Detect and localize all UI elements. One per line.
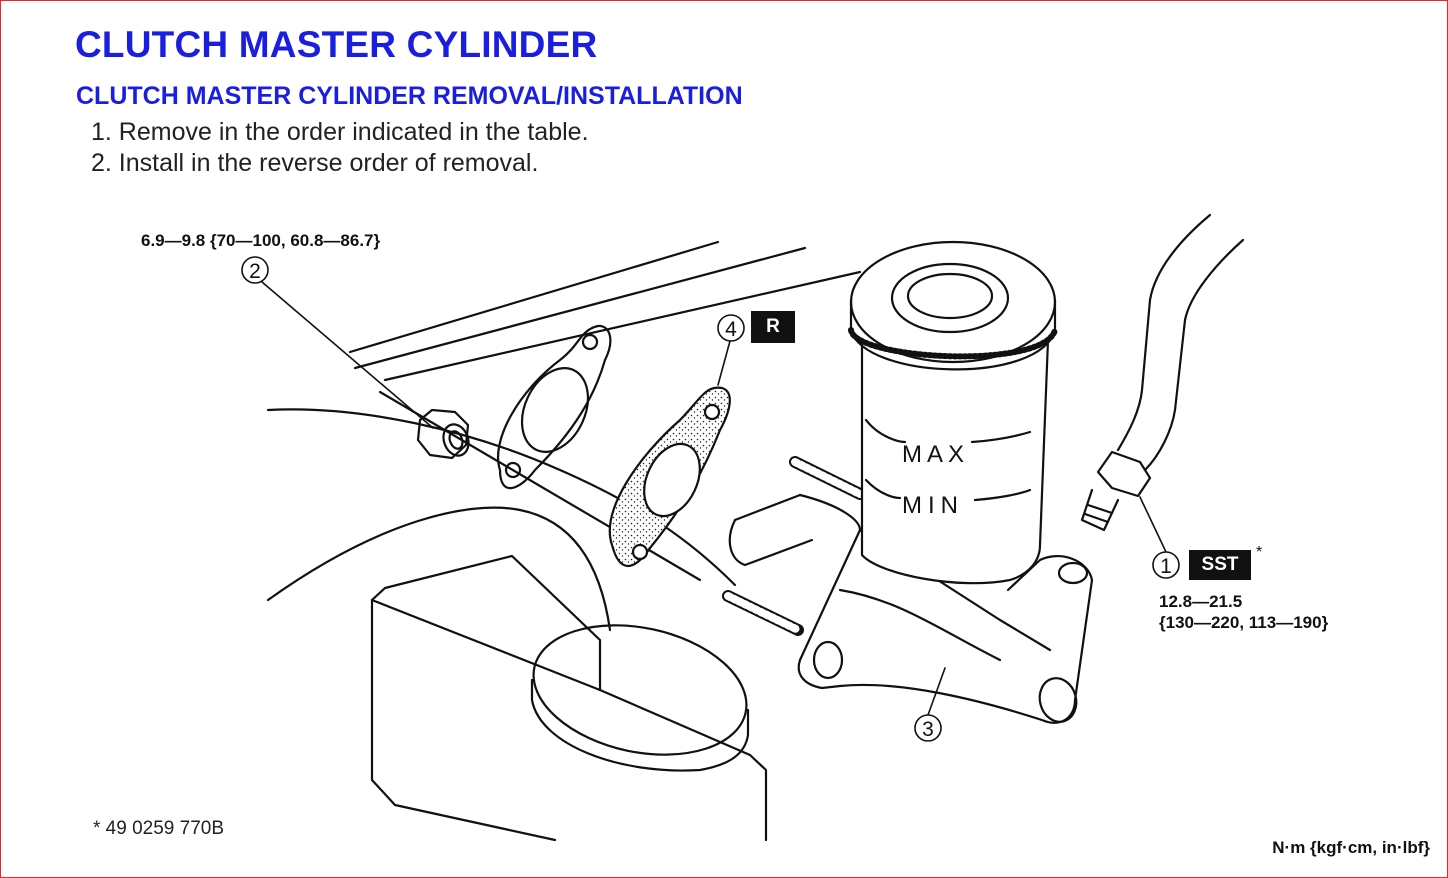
callout-2-label: 2: [249, 260, 261, 283]
callout-1: 1: [1152, 551, 1180, 579]
torque-note-pipe-line2: {130—220, 113—190}: [1159, 613, 1329, 632]
leader-line-3: [927, 667, 946, 716]
clutch-pipe: [1116, 213, 1245, 472]
flange-nut: [416, 408, 470, 460]
torque-note-pipe-line1: 12.8—21.5: [1159, 592, 1243, 611]
section-subtitle: CLUTCH MASTER CYLINDER REMOVAL/INSTALLAT…: [76, 82, 743, 110]
step-item: 2. Install in the reverse order of remov…: [91, 149, 539, 177]
firewall-panel-lines: [266, 240, 862, 632]
callout-3: 3: [914, 714, 942, 742]
leader-line-1: [1139, 496, 1167, 553]
sst-footnote: * 49 0259 770B: [93, 818, 225, 839]
page-title: CLUTCH MASTER CYLINDER: [75, 24, 598, 65]
leader-line-4: [717, 340, 731, 386]
sst-badge: SST: [1189, 550, 1251, 580]
callout-3-label: 3: [922, 718, 934, 741]
replace-badge: R: [751, 311, 795, 343]
callout-1-label: 1: [1160, 555, 1172, 578]
reservoir-min-mark: MIN: [902, 492, 964, 519]
mounting-studs: [722, 456, 866, 636]
callout-2: 2: [241, 256, 269, 284]
sst-asterisk: *: [1256, 544, 1263, 561]
reservoir-max-mark: MAX: [902, 441, 969, 468]
leader-line-2: [261, 281, 434, 429]
callout-4: 4: [717, 314, 745, 342]
stippled-gasket: [608, 386, 731, 567]
pipe-flare-nut: [1080, 450, 1152, 532]
lower-reservoir-box: [370, 554, 768, 842]
step-item: 1. Remove in the order indicated in the …: [91, 118, 589, 146]
torque-note-nut: 6.9—9.8 {70—100, 60.8—86.7}: [141, 231, 381, 250]
mounting-plate: [497, 324, 612, 490]
torque-units: N·m {kgf·cm, in·lbf}: [1272, 838, 1430, 857]
procedure-steps: 1. Remove in the order indicated in the …: [91, 117, 589, 179]
fluid-reservoir: [848, 240, 1058, 585]
callout-4-label: 4: [725, 318, 737, 341]
